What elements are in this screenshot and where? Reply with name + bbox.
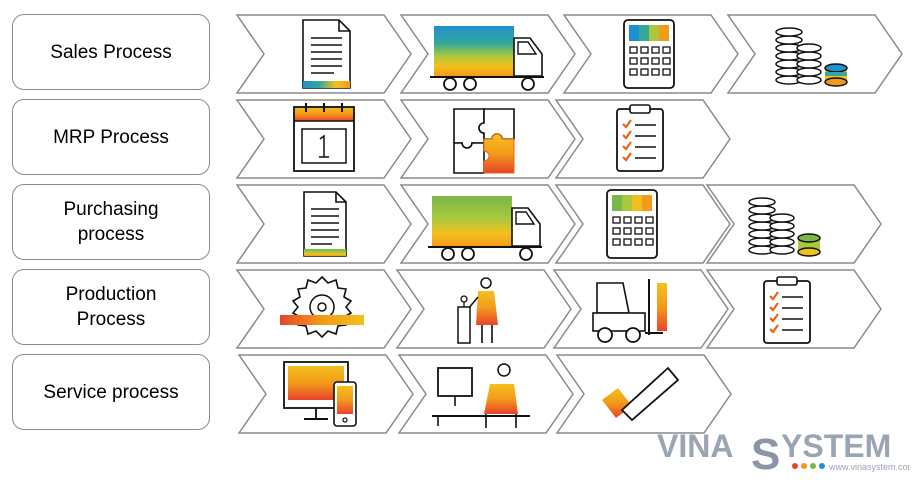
purchasing-step-document xyxy=(235,184,412,264)
service-process-label: Service process xyxy=(12,354,210,430)
calculator-icon xyxy=(606,189,658,259)
mrp-step-checklist xyxy=(554,99,731,179)
worker-icon xyxy=(457,277,498,344)
production-step-worker xyxy=(395,269,572,349)
watermark-brand-left: VINA xyxy=(657,428,733,464)
production-step-saw xyxy=(235,269,412,349)
delivery-truck-icon xyxy=(428,196,542,261)
production-process-label: Production Process xyxy=(12,269,210,345)
forklift-icon xyxy=(592,279,667,343)
sales-step-truck xyxy=(399,14,576,94)
production-step-checklist xyxy=(705,269,882,349)
mrp-step-calendar xyxy=(235,99,412,179)
mrp-step-puzzle xyxy=(399,99,576,179)
purchasing-step-calculator xyxy=(554,184,731,264)
desk-worker-icon xyxy=(432,363,530,428)
puzzle-icon xyxy=(453,108,515,174)
document-icon xyxy=(303,191,347,257)
document-icon xyxy=(302,19,351,89)
watermark-brand-s: S xyxy=(751,430,780,479)
sales-process-label: Sales Process xyxy=(12,14,210,90)
checklist-clipboard-icon xyxy=(763,276,811,344)
watermark-brand-right: YSTEM xyxy=(781,428,891,464)
coins-icon xyxy=(775,27,848,87)
purchasing-step-coins xyxy=(705,184,882,264)
checkmark-icon xyxy=(602,366,680,422)
coins-icon xyxy=(748,197,821,257)
sales-step-document xyxy=(235,14,412,94)
purchasing-step-truck xyxy=(399,184,576,264)
calculator-icon xyxy=(623,19,675,89)
checklist-clipboard-icon xyxy=(616,104,664,172)
mrp-process-label: MRP Process xyxy=(12,99,210,175)
vinasystem-watermark: VINA S YSTEM www.vinasystem.com xyxy=(657,428,910,479)
sales-step-calculator xyxy=(562,14,739,94)
monitor-phone-icon xyxy=(283,361,357,427)
service-step-desk-worker xyxy=(397,354,574,434)
calendar-icon xyxy=(293,103,355,172)
delivery-truck-icon xyxy=(430,26,544,91)
sales-step-coins xyxy=(726,14,903,94)
watermark-url: www.vinasystem.com xyxy=(828,462,910,472)
production-step-forklift xyxy=(552,269,729,349)
service-step-monitor xyxy=(237,354,414,434)
watermark-dots xyxy=(792,463,825,469)
circular-saw-icon xyxy=(280,275,364,339)
service-step-checkmark xyxy=(555,354,732,434)
purchasing-process-label: Purchasing process xyxy=(12,184,210,260)
